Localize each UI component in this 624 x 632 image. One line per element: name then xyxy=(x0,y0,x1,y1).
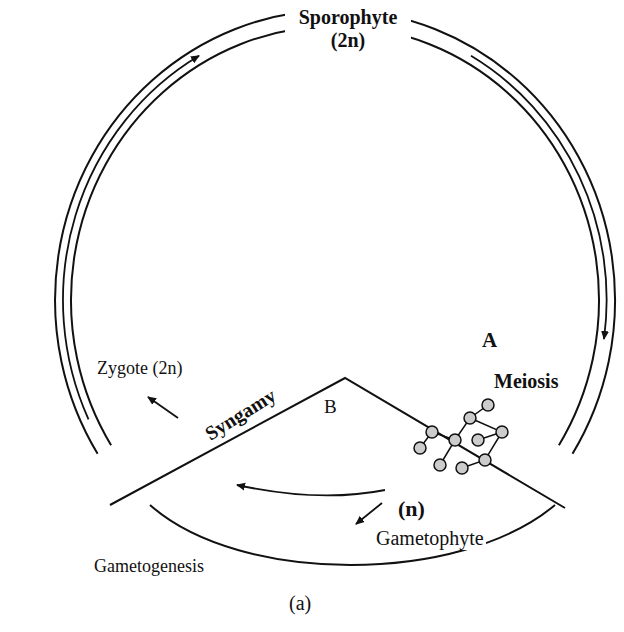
ploidy-label: (n) xyxy=(396,496,427,521)
callout-letter: A xyxy=(480,328,499,352)
stage-label: Zygote (2n) xyxy=(95,358,184,379)
ring-outer xyxy=(55,10,615,454)
meiosis-spores xyxy=(414,399,508,474)
gametophyte-wedge xyxy=(110,378,565,565)
wedge-lines xyxy=(110,378,565,508)
stage-label: Gametophyte xyxy=(374,527,486,550)
ring-arrow-up xyxy=(63,56,199,420)
syngamy-arrow xyxy=(148,397,178,418)
process-label: Syngamy xyxy=(199,383,281,446)
figure-caption: (a) xyxy=(287,592,313,615)
gametogenesis-arrow xyxy=(237,485,385,495)
ring-arrow-down xyxy=(471,56,607,339)
process-label: Gametogenesis xyxy=(92,556,206,577)
stage-label: Sporophyte (2n) xyxy=(285,6,411,52)
gametophyte-arrow xyxy=(356,503,382,524)
process-label: Meiosis xyxy=(492,370,560,393)
wedge-bottom-arc xyxy=(150,505,555,565)
cycle-ring xyxy=(55,10,615,454)
callout-letter: B xyxy=(322,396,339,418)
